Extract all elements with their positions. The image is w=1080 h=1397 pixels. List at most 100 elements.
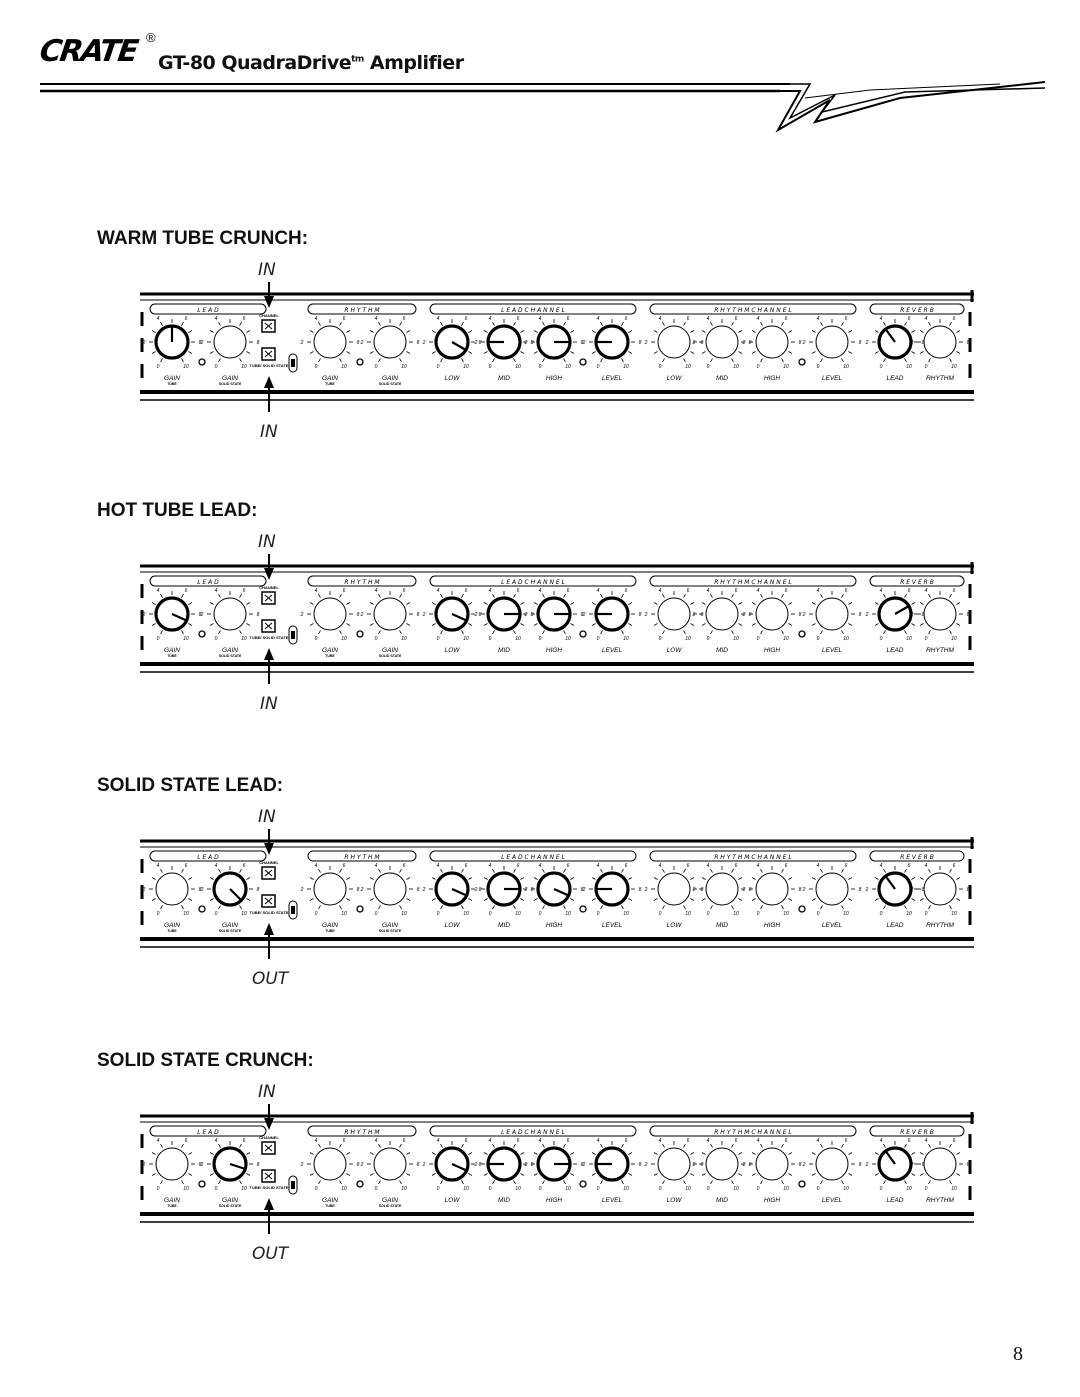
channel-button[interactable] (261, 1141, 276, 1155)
knob-tick (738, 602, 743, 605)
knob-tick (760, 358, 763, 363)
knob-tick (731, 321, 734, 326)
knob-scale-number: 6 (687, 588, 690, 594)
knob-tick (318, 1180, 321, 1185)
knob-scale-number: 4 (157, 1138, 160, 1144)
knob-tick (760, 1180, 763, 1185)
knob-scale-number: 4 (597, 863, 600, 869)
knob-scale-number: 6 (343, 1138, 346, 1144)
knob-scale-number: 6 (735, 1138, 738, 1144)
knob-scale-number: 0 (375, 364, 378, 370)
knob-tick (788, 602, 793, 605)
section-label: R H Y T H M (344, 1129, 380, 1136)
knob-tick (928, 905, 931, 910)
channel-button[interactable] (261, 866, 276, 880)
knob-scale-number: 10 (843, 911, 849, 917)
knob-scale-number: 4 (437, 863, 440, 869)
knob-scale-number: 6 (343, 588, 346, 594)
input-top-label: IN (258, 807, 276, 827)
knob-sublabel: SOLID STATE (219, 1204, 242, 1208)
knob-tick (369, 1152, 374, 1155)
mode-button[interactable] (261, 619, 276, 633)
x-mark-icon (264, 1144, 273, 1152)
knob-scale-number: 8 (639, 887, 642, 893)
knob-tick (369, 1173, 374, 1176)
knob-tick (738, 877, 743, 880)
knob-tick (848, 623, 853, 626)
knob-scale-number: 2 (644, 340, 648, 346)
channel-button[interactable] (261, 591, 276, 605)
knob-tick (788, 330, 793, 333)
mode-button[interactable] (261, 347, 276, 361)
knob-tick (209, 623, 214, 626)
knob-sublabel: SOLID STATE (219, 654, 242, 658)
knob-tick (309, 1152, 314, 1155)
knob-tick (628, 1173, 633, 1176)
mode-button[interactable] (261, 894, 276, 908)
section-label: R H Y T H M C H A N N E L (714, 854, 792, 861)
channel-button[interactable] (261, 319, 276, 333)
mode-button[interactable] (261, 1169, 276, 1183)
knob-sublabel: SOLID STATE (379, 929, 402, 933)
knob-scale-number: 6 (185, 588, 188, 594)
knob-scale-number: 2 (742, 887, 746, 893)
knob-tick (461, 1143, 464, 1148)
